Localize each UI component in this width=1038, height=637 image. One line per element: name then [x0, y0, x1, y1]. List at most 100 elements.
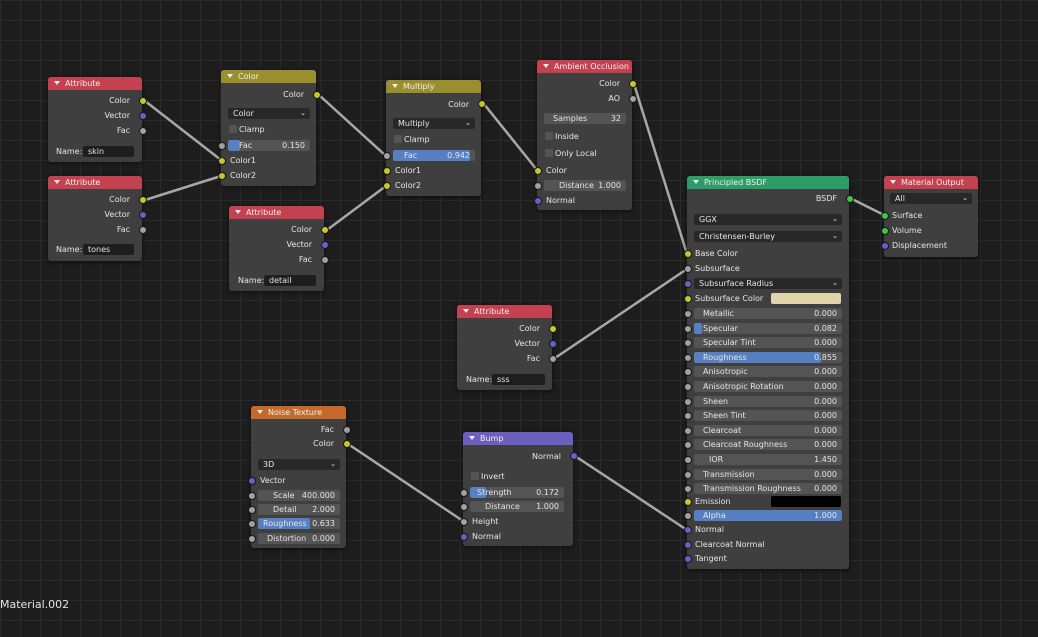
color-output-socket[interactable] [313, 91, 321, 99]
node-header[interactable]: Principled BSDF [687, 176, 849, 189]
vector-output-socket[interactable] [139, 211, 147, 219]
alpha-input-socket[interactable] [684, 512, 692, 520]
distortion-input-socket[interactable] [248, 535, 256, 543]
color-output-socket[interactable] [139, 97, 147, 105]
collapse-arrow-icon[interactable] [54, 81, 60, 85]
fac-output-socket[interactable] [343, 426, 351, 434]
node-link-9[interactable] [851, 197, 885, 217]
bsdf-field-input-socket[interactable] [684, 397, 692, 406]
color-input-socket[interactable] [534, 167, 542, 175]
normal-output-socket[interactable] [570, 452, 578, 460]
fac-output-socket[interactable] [139, 226, 147, 234]
collapse-arrow-icon[interactable] [392, 84, 398, 88]
subsurface-input-socket[interactable] [684, 265, 692, 273]
inside-checkbox[interactable] [545, 132, 553, 140]
color2-input-socket[interactable] [383, 182, 391, 190]
color-output-socket[interactable] [343, 440, 351, 448]
invert-checkbox[interactable] [471, 472, 479, 480]
node-link-6[interactable] [554, 267, 688, 360]
bsdf-field-input-socket[interactable] [684, 412, 692, 421]
color1-input-socket[interactable] [218, 157, 226, 165]
bsdf-field-input-socket[interactable] [684, 470, 692, 479]
fac-input-socket[interactable] [383, 152, 391, 160]
attribute-node-skin[interactable]: Attribute Color Vector Fac Name: skin [48, 77, 147, 162]
emission-input-socket[interactable] [684, 498, 692, 506]
node-header[interactable]: Multiply [386, 80, 481, 93]
subsurface-color-swatch[interactable] [771, 293, 841, 304]
blend-mode-dropdown[interactable]: Color⌄ [228, 108, 310, 119]
bsdf-field-input-socket[interactable] [684, 368, 692, 377]
color1-input-socket[interactable] [383, 167, 391, 175]
principled-bsdf-node[interactable]: Principled BSDF BSDF GGX⌄ Christensen-Bu… [684, 176, 854, 569]
node-header[interactable]: Attribute [457, 305, 552, 318]
collapse-arrow-icon[interactable] [227, 74, 233, 78]
fac-input-socket[interactable] [218, 142, 226, 150]
node-header[interactable]: Attribute [229, 206, 324, 219]
color-output-socket[interactable] [139, 196, 147, 204]
subsurface-radius-dropdown[interactable]: Subsurface Radius⌄ [694, 278, 842, 289]
node-link-1[interactable] [144, 174, 222, 202]
scale-input-socket[interactable] [248, 492, 256, 500]
node-link-2[interactable] [318, 94, 387, 157]
collapse-arrow-icon[interactable] [257, 410, 263, 414]
normal-input-socket[interactable] [684, 526, 692, 534]
color-output-socket[interactable] [478, 100, 486, 108]
collapse-arrow-icon[interactable] [235, 210, 241, 214]
distance-input-socket[interactable] [460, 503, 468, 511]
color2-input-socket[interactable] [218, 172, 226, 180]
node-header[interactable]: Bump [463, 432, 573, 445]
node-link-3[interactable] [326, 184, 387, 232]
bsdf-field-input-socket[interactable] [684, 353, 692, 362]
volume-input-socket[interactable] [881, 227, 889, 235]
base-color-input-socket[interactable] [684, 250, 692, 258]
attribute-node-detail[interactable]: Attribute Color Vector Fac Name: detail [229, 206, 329, 291]
bsdf-field-input-socket[interactable] [684, 339, 692, 348]
clamp-checkbox[interactable] [394, 135, 402, 143]
collapse-arrow-icon[interactable] [54, 180, 60, 184]
ao-output-socket[interactable] [629, 95, 637, 103]
collapse-arrow-icon[interactable] [693, 180, 699, 184]
attribute-node-sss[interactable]: Attribute Color Vector Fac Name: sss [457, 305, 557, 390]
attribute-name-input[interactable]: tones [83, 244, 134, 255]
only-local-checkbox[interactable] [545, 149, 553, 157]
node-link-0[interactable] [144, 100, 222, 161]
vector-output-socket[interactable] [139, 112, 147, 120]
bsdf-field-input-socket[interactable] [684, 441, 692, 450]
node-link-7[interactable] [347, 442, 464, 523]
normal-input-socket[interactable] [534, 197, 542, 205]
distance-input-socket[interactable] [534, 182, 542, 190]
distribution-dropdown[interactable]: GGX⌄ [694, 214, 842, 225]
fac-output-socket[interactable] [139, 127, 147, 135]
vector-output-socket[interactable] [549, 340, 557, 348]
fac-output-socket[interactable] [321, 256, 329, 264]
emission-color-swatch[interactable] [771, 496, 841, 507]
node-header[interactable]: Attribute [48, 176, 142, 189]
vector-input-socket[interactable] [248, 477, 256, 485]
attribute-name-input[interactable]: skin [83, 146, 134, 157]
detail-input-socket[interactable] [248, 506, 256, 514]
collapse-arrow-icon[interactable] [469, 436, 475, 440]
target-dropdown[interactable]: All⌄ [890, 193, 972, 204]
node-header[interactable]: Attribute [48, 77, 142, 90]
clamp-checkbox[interactable] [229, 125, 237, 133]
